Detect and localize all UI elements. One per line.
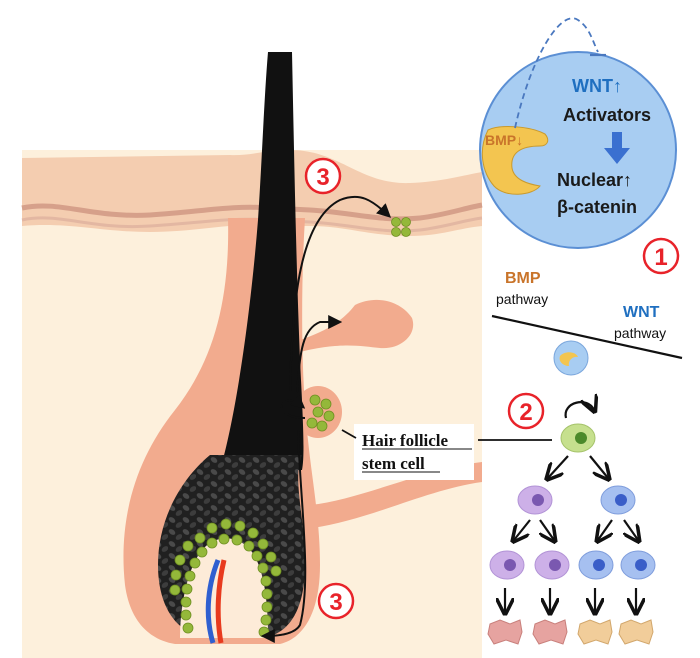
arrow-to-bulb xyxy=(260,429,307,643)
migration-arrows xyxy=(260,195,392,643)
step-2-badge: 2 xyxy=(507,392,545,430)
wnt-pathway-subtitle: pathway xyxy=(614,325,666,341)
differentiated-cell-pink-1 xyxy=(487,619,523,645)
niche-cell-circle xyxy=(479,51,677,249)
skin-section: 3 3 xyxy=(21,52,483,658)
stem-cell-green xyxy=(560,423,596,453)
activation-arrow xyxy=(604,132,630,164)
differentiated-cell-pink-2 xyxy=(532,619,568,645)
progenitor-blue xyxy=(600,485,636,515)
bmp-pathway-subtitle: pathway xyxy=(496,291,548,307)
step-1-badge: 1 xyxy=(642,237,680,275)
bulge-stem-cells xyxy=(306,394,335,432)
bmp-crescent-shape xyxy=(481,126,549,195)
bmp-pathway-title: BMP xyxy=(505,270,541,287)
stem-cell-label-line1: Hair follicle xyxy=(362,431,449,450)
stem-cell-callout: Hair follicle stem cell xyxy=(341,424,552,480)
balance-beam xyxy=(491,314,683,360)
epidermis-cells xyxy=(391,217,411,237)
step-3-top-badge: 3 xyxy=(304,157,342,195)
blood-vessel-red xyxy=(215,559,227,644)
step-3-top-label: 3 xyxy=(316,164,329,191)
fulcrum-bmp-shape xyxy=(559,352,578,366)
signaling-panel: WNT↑ Activators BMP↓ Nuclear↑ β-catenin … xyxy=(479,17,683,645)
arrow-to-epidermis xyxy=(289,195,392,393)
arrow-to-sebaceous xyxy=(296,315,343,393)
wnt-up-label: WNT↑ xyxy=(572,76,622,96)
self-renew-arrow-bulge xyxy=(280,394,306,419)
hair-shaft xyxy=(220,52,304,470)
activators-label: Activators xyxy=(563,105,651,125)
nuclear-label: Nuclear↑ xyxy=(557,170,632,190)
wnt-pathway-title: WNT xyxy=(623,304,660,321)
bmp-down-label: BMP↓ xyxy=(485,132,523,148)
differentiated-cell-tan-1 xyxy=(577,619,613,645)
differentiated-cell-tan-2 xyxy=(618,619,654,645)
progenitor-blue-2b xyxy=(620,550,656,580)
progenitor-purple-2a xyxy=(489,550,525,580)
sebaceous-gland xyxy=(300,299,414,352)
stem-cell-label-line2: stem cell xyxy=(362,454,425,473)
progenitor-purple-2b xyxy=(534,550,570,580)
step-3-bottom-badge: 3 xyxy=(317,582,355,620)
beta-catenin-label: β-catenin xyxy=(557,197,637,217)
stem-cell-pointer-line xyxy=(341,429,357,439)
step-3-bottom-label: 3 xyxy=(329,589,342,616)
progenitor-purple xyxy=(517,485,553,515)
step-1-label: 1 xyxy=(654,244,667,271)
step-2-label: 2 xyxy=(519,399,532,426)
blood-vessel-blue xyxy=(205,559,221,644)
lineage-arrows xyxy=(505,455,638,612)
dermal-papilla xyxy=(180,538,268,638)
self-renewal-arrow xyxy=(564,402,594,419)
progenitor-blue-2a xyxy=(578,550,614,580)
stem-cell-label-box xyxy=(354,424,474,480)
